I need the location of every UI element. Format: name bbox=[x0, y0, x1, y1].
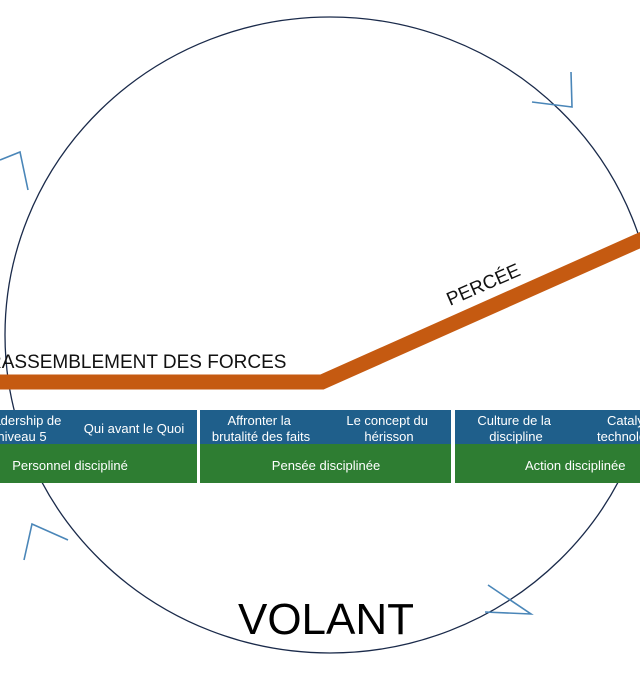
stage-pensee: Affronter la brutalité des faits Le conc… bbox=[200, 410, 451, 483]
principle-label: Affronter la brutalité des faits bbox=[212, 413, 311, 444]
stage-action: Culture de la discipline Catalyseurs tec… bbox=[455, 410, 640, 483]
principle-label: Leadership de niveau 5 bbox=[0, 413, 65, 444]
arrowhead-icon bbox=[0, 150, 29, 191]
stage-box bbox=[0, 444, 197, 483]
buildup-label: RASSEMBLEMENT DES FORCES bbox=[0, 352, 286, 373]
flywheel-circle bbox=[4, 16, 640, 654]
stage-box bbox=[200, 444, 451, 483]
stage-personnel: Leadership de niveau 5 Qui avant le Quoi… bbox=[0, 410, 197, 483]
arrowhead-icon bbox=[23, 522, 69, 561]
principle-label: Catalyseurs technologiques bbox=[597, 413, 640, 444]
principle-label: Culture de la discipline bbox=[477, 413, 554, 444]
principle-label: Qui avant le Quoi bbox=[84, 421, 185, 436]
principle-box bbox=[455, 410, 640, 444]
arrowhead-icon bbox=[484, 584, 534, 615]
buildup-breakthrough-path bbox=[0, 232, 640, 390]
principle-box bbox=[0, 410, 197, 444]
diagram-title: VOLANT bbox=[238, 595, 414, 644]
principle-box bbox=[200, 410, 451, 444]
stage-label: Action disciplinée bbox=[525, 458, 625, 473]
stage-box bbox=[455, 444, 640, 483]
principle-label: Le concept du hérisson bbox=[346, 413, 431, 444]
stage-label: Pensée disciplinée bbox=[272, 458, 380, 473]
arrowhead-icon bbox=[531, 71, 573, 108]
stage-label: Personnel discipliné bbox=[12, 458, 128, 473]
